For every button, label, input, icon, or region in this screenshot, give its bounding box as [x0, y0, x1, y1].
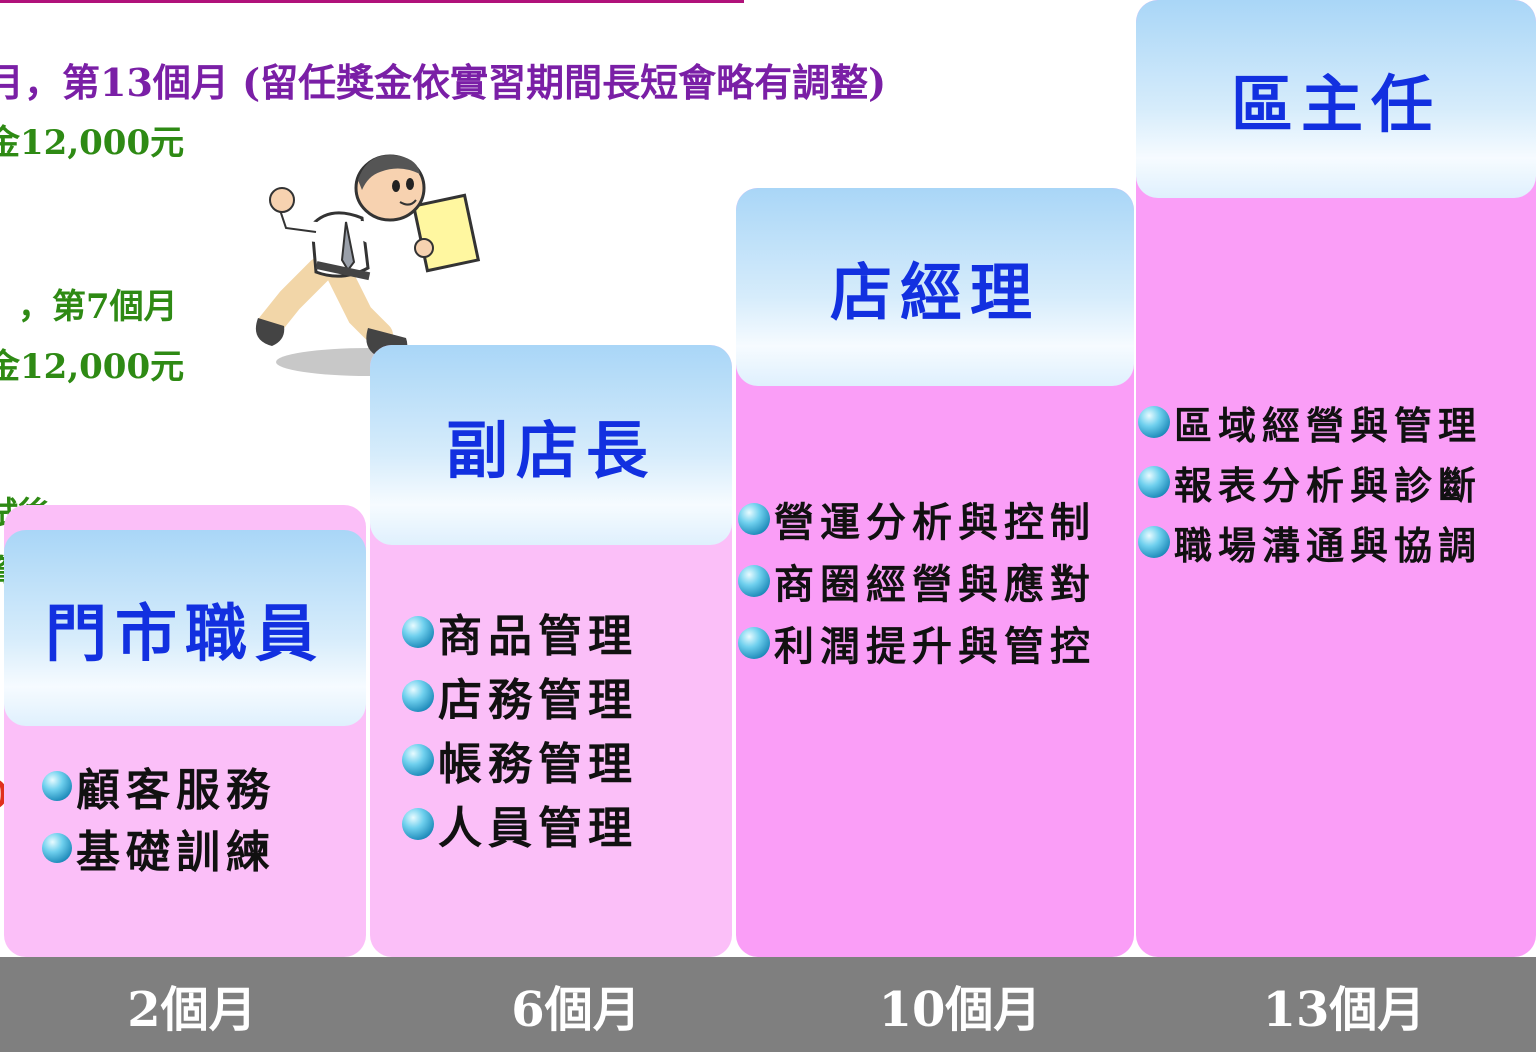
skill-label: 基礎訓練	[76, 827, 276, 878]
timeline-label-10-months: 10個月	[878, 981, 1042, 1038]
bullet-icon	[1138, 406, 1170, 438]
stage-title-store-manager: 店經理	[736, 188, 1134, 386]
list-item: 商圈經營與應對	[738, 550, 1096, 612]
list-item: 營運分析與控制	[738, 488, 1096, 550]
bullet-icon	[402, 616, 434, 648]
skill-label: 顧客服務	[76, 765, 276, 816]
stage-title-assistant-manager: 副店長	[370, 345, 732, 545]
store-manager-skill-list: 營運分析與控制 商圈經營與應對 利潤提升與管控	[738, 488, 1096, 674]
stage-store-clerk: 門市職員 顧客服務 基礎訓練	[4, 505, 366, 957]
skill-label: 營運分析與控制	[774, 499, 1096, 546]
stage-title-store-clerk: 門市職員	[4, 530, 366, 726]
bonus-amount-note-13: 金12,000元	[0, 123, 185, 163]
skill-label: 利潤提升與管控	[774, 623, 1096, 670]
stage-title-area-supervisor: 區主任	[1136, 0, 1536, 198]
skill-label: 職場溝通與協調	[1174, 522, 1483, 568]
list-item: 基礎訓練	[42, 817, 276, 879]
skill-label: 商圈經營與應對	[774, 561, 1096, 608]
timeline-label-13-months: 13個月	[1262, 981, 1426, 1038]
skill-label: 人員管理	[438, 803, 638, 854]
list-item: 利潤提升與管控	[738, 612, 1096, 674]
bullet-icon	[402, 808, 434, 840]
stage-area-supervisor: 區主任 區域經營與管理 報表分析與診斷 職場溝通與協調	[1136, 0, 1536, 957]
timeline-footer: 2個月 6個月 10個月 13個月	[0, 957, 1536, 1052]
list-item: 人員管理	[402, 792, 638, 856]
list-item: 店務管理	[402, 664, 638, 728]
skill-label: 區域經營與管理	[1174, 402, 1483, 448]
top-divider-line	[0, 0, 744, 3]
retention-bonus-note-7: ，第7個月	[18, 287, 178, 327]
skill-label: 報表分析與診斷	[1174, 462, 1483, 508]
list-item: 區域經營與管理	[1138, 392, 1482, 452]
list-item: 帳務管理	[402, 728, 638, 792]
retention-bonus-note-13: 月，第13個月 (留任獎金依實習期間長短會略有調整)	[0, 60, 887, 105]
bullet-icon	[42, 771, 72, 801]
skill-label: 店務管理	[438, 675, 638, 726]
list-item: 顧客服務	[42, 755, 276, 817]
bullet-icon	[738, 565, 770, 597]
assistant-manager-skill-list: 商品管理 店務管理 帳務管理 人員管理	[402, 600, 638, 856]
bullet-icon	[402, 744, 434, 776]
bullet-icon	[738, 503, 770, 535]
stage-store-manager: 店經理 營運分析與控制 商圈經營與應對 利潤提升與管控	[736, 188, 1134, 957]
store-clerk-skill-list: 顧客服務 基礎訓練	[42, 755, 276, 879]
bonus-amount-note-7: 金12,000元	[0, 347, 185, 387]
skill-label: 帳務管理	[438, 739, 638, 790]
area-supervisor-skill-list: 區域經營與管理 報表分析與診斷 職場溝通與協調	[1138, 392, 1482, 572]
bullet-icon	[402, 680, 434, 712]
list-item: 報表分析與診斷	[1138, 452, 1482, 512]
bullet-icon	[1138, 526, 1170, 558]
bullet-icon	[42, 833, 72, 863]
bullet-icon	[738, 627, 770, 659]
bullet-icon	[1138, 466, 1170, 498]
stage-assistant-manager: 副店長 商品管理 店務管理 帳務管理 人員管理	[370, 345, 732, 957]
timeline-label-6-months: 6個月	[511, 981, 641, 1038]
skill-label: 商品管理	[438, 611, 638, 662]
timeline-label-2-months: 2個月	[127, 981, 257, 1038]
list-item: 商品管理	[402, 600, 638, 664]
list-item: 職場溝通與協調	[1138, 512, 1482, 572]
